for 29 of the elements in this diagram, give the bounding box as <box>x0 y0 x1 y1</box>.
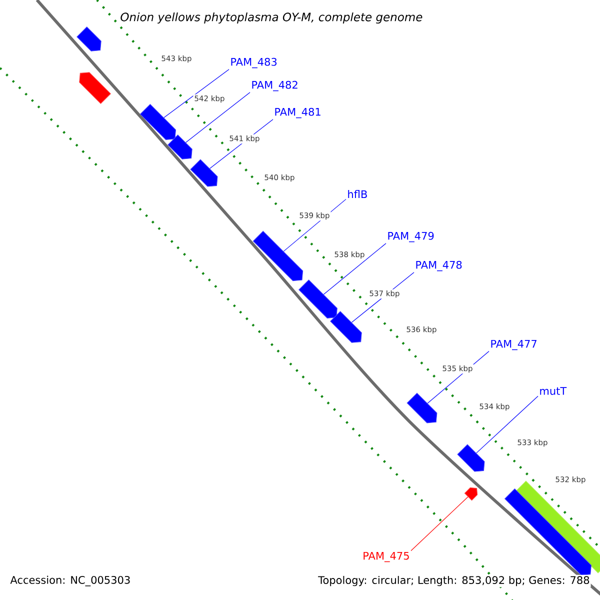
gene-label: mutT <box>540 387 567 395</box>
gene-label: hflB <box>348 190 367 198</box>
gene-label: PAM_475 <box>364 552 409 562</box>
gene-feature <box>252 230 304 282</box>
gene-feature <box>464 487 478 501</box>
gene-feature <box>76 26 102 52</box>
gene-feature <box>457 444 485 472</box>
gene-label: PAM_479 <box>388 232 434 242</box>
gene-feature <box>406 392 438 424</box>
info-text: Accession: NC_005303 <box>9 574 132 588</box>
gene-label: PAM_482 <box>252 80 298 92</box>
gene-feature <box>330 310 362 343</box>
leader-line <box>476 396 538 454</box>
gene-label: PAM_481 <box>275 108 320 118</box>
gene-label: PAM_478 <box>416 260 462 272</box>
gene-feature <box>168 134 192 160</box>
gene-feature <box>140 104 176 140</box>
gene-feature <box>190 159 218 187</box>
leader-line <box>410 496 468 552</box>
gene-label: PAM_477 <box>491 340 536 350</box>
title: Onion yellows phytoplasma OY-M, complete genome <box>120 12 422 24</box>
leader-line <box>323 243 386 295</box>
gene-feature <box>504 488 592 576</box>
info-text: Topology: circular; Length: 853,092 bp; Genes: 788 <box>317 574 591 588</box>
gene-label: PAM_483 <box>231 58 277 68</box>
leader-line <box>164 69 230 118</box>
gene-feature <box>79 72 112 104</box>
leader-line <box>186 92 250 143</box>
gene-feature <box>298 279 338 318</box>
